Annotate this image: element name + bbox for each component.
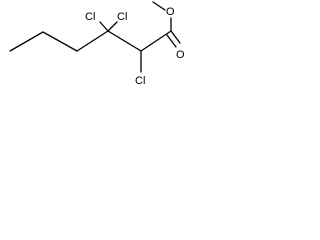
bond-c4-c3 xyxy=(76,30,109,52)
atom-cl-top-left: Cl xyxy=(85,11,95,23)
bond-c5-c4 xyxy=(42,31,78,52)
atom-cl-top-right: Cl xyxy=(117,11,127,23)
bond-c6-c5 xyxy=(9,31,44,52)
bond-c3-cl-left xyxy=(99,21,109,32)
atom-cl-bottom: Cl xyxy=(135,75,145,87)
structure-diagram: Cl Cl Cl O O xyxy=(9,1,185,87)
bond-c2-c1 xyxy=(140,30,172,52)
atom-o-carbonyl: O xyxy=(176,49,185,61)
bond-c1-o-carbonyl-a xyxy=(170,30,181,44)
atom-o-ester: O xyxy=(166,6,175,18)
bond-c3-cl-right xyxy=(107,21,118,32)
bond-o-methyl xyxy=(152,1,166,11)
bond-c3-c2 xyxy=(107,30,142,52)
bond-c1-o-carbonyl-b xyxy=(166,34,177,48)
